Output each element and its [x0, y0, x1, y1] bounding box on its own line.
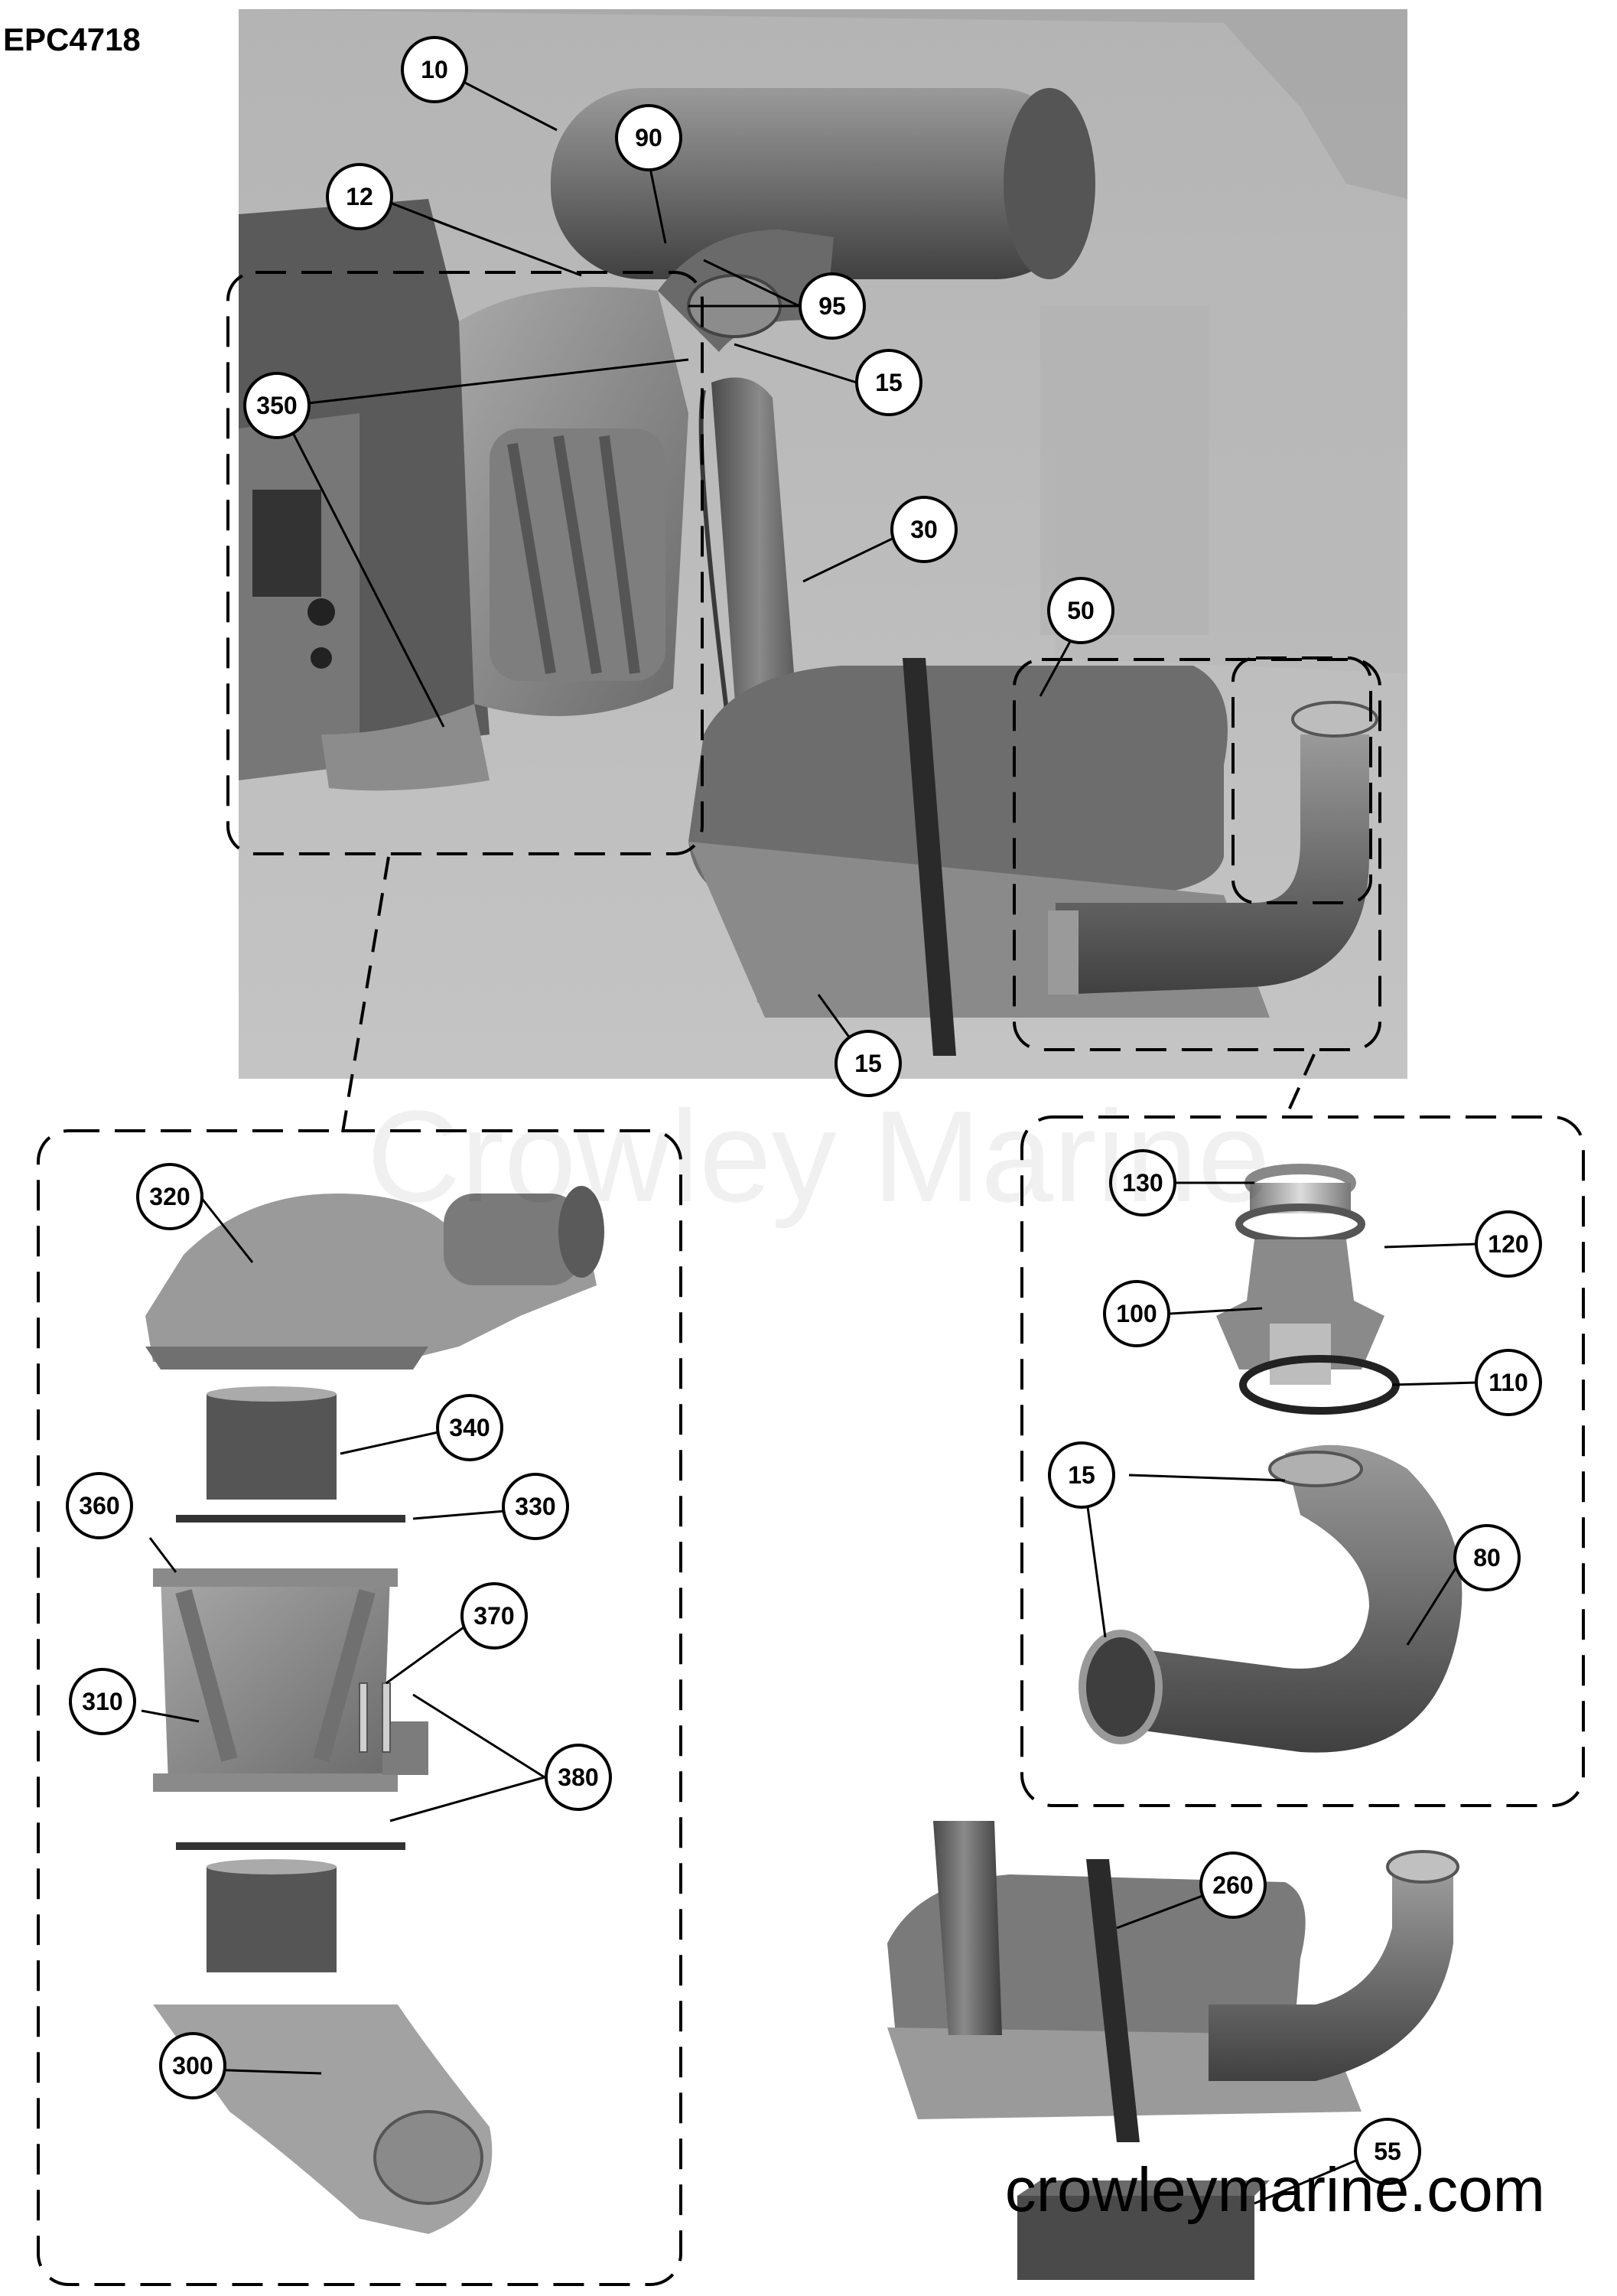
callout-80: 80	[1453, 1524, 1521, 1591]
svg-text:360: 360	[79, 1492, 119, 1519]
callout-350: 350	[243, 372, 311, 439]
website-text: crowleymarine.com	[1005, 2155, 1545, 2225]
diagram-code: EPC4718	[3, 21, 141, 57]
callout-90: 90	[615, 104, 682, 171]
callout-30: 30	[890, 496, 958, 563]
svg-text:100: 100	[1116, 1300, 1157, 1327]
svg-text:55: 55	[1374, 2138, 1401, 2165]
connector-line-left	[341, 856, 390, 1133]
callout-50: 50	[1047, 577, 1114, 644]
leader-lines	[141, 78, 1479, 2205]
callout-12: 12	[326, 163, 393, 230]
svg-text:15: 15	[875, 369, 903, 396]
svg-text:120: 120	[1488, 1230, 1528, 1258]
callout-15-bottom: 15	[835, 1030, 902, 1097]
svg-text:310: 310	[82, 1688, 122, 1715]
svg-text:12: 12	[346, 183, 373, 210]
svg-text:340: 340	[449, 1414, 490, 1441]
svg-text:350: 350	[256, 392, 297, 419]
svg-text:50: 50	[1067, 597, 1095, 624]
callout-380: 380	[545, 1744, 612, 1811]
muffler-detail-view	[887, 1821, 1459, 2280]
callout-320: 320	[136, 1163, 203, 1230]
callout-340: 340	[436, 1394, 503, 1461]
svg-text:110: 110	[1488, 1369, 1528, 1396]
callout-110: 110	[1475, 1349, 1542, 1416]
svg-text:300: 300	[172, 2052, 213, 2079]
callout-260: 260	[1199, 1851, 1267, 1919]
svg-text:380: 380	[558, 1764, 598, 1791]
svg-text:95: 95	[818, 292, 846, 320]
callout-95: 95	[799, 272, 866, 340]
svg-text:130: 130	[1122, 1169, 1163, 1197]
svg-text:80: 80	[1473, 1544, 1501, 1571]
callout-15-top: 15	[855, 349, 922, 416]
callout-55: 55	[1354, 2118, 1421, 2185]
callout-360: 360	[66, 1472, 133, 1539]
svg-text:30: 30	[910, 516, 938, 543]
callout-300: 300	[159, 2032, 226, 2099]
svg-text:370: 370	[473, 1602, 514, 1630]
installed-assembly-view	[226, 9, 1407, 1079]
exploded-group-left	[37, 1129, 682, 2286]
exploded-group-right	[1020, 1115, 1585, 1807]
callout-330: 330	[502, 1473, 569, 1540]
callout-15-hose: 15	[1048, 1441, 1115, 1509]
svg-text:15: 15	[1068, 1461, 1095, 1489]
callout-100: 100	[1103, 1280, 1170, 1347]
callout-120: 120	[1475, 1210, 1542, 1278]
callout-10: 10	[401, 36, 468, 103]
svg-text:260: 260	[1212, 1871, 1253, 1899]
callout-130: 130	[1109, 1149, 1176, 1216]
svg-text:15: 15	[854, 1050, 882, 1077]
svg-text:10: 10	[421, 56, 448, 83]
watermark-text: Crowley Marine	[367, 1084, 1270, 1229]
svg-text:320: 320	[149, 1183, 190, 1210]
callout-310: 310	[69, 1668, 136, 1735]
callout-370: 370	[460, 1582, 528, 1650]
svg-text:330: 330	[515, 1493, 555, 1520]
connector-line-right	[1284, 1054, 1316, 1119]
svg-text:90: 90	[635, 124, 662, 151]
